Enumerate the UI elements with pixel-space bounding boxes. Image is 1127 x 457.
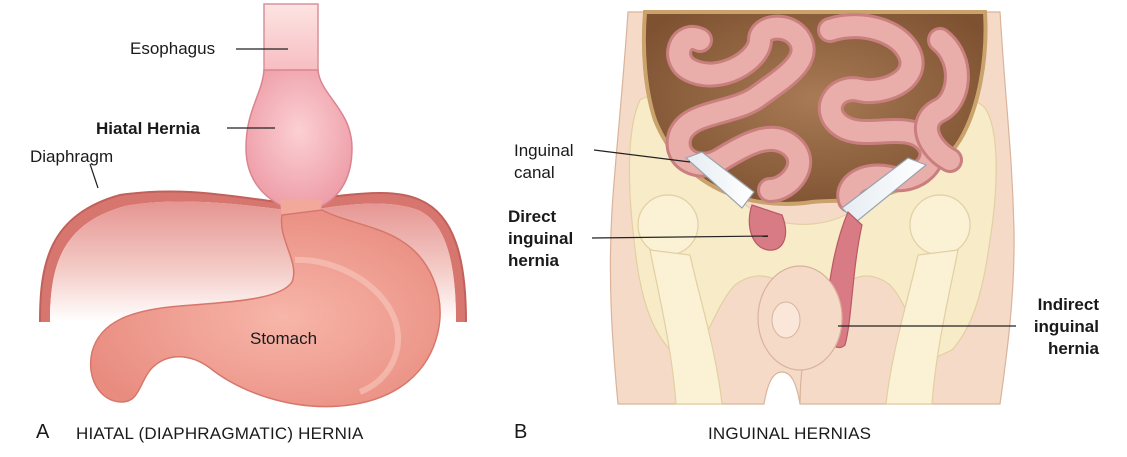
direct-hernia-leader [591,235,769,239]
label-stomach: Stomach [250,329,318,348]
panel-b-letter: B [514,421,528,443]
label-indirect-hernia-line1: Indirect [1037,295,1099,314]
panel-b-caption: INGUINAL HERNIAS [708,424,872,443]
label-hiatal-hernia: Hiatal Hernia [96,119,200,138]
panel-a-illustration [39,3,467,408]
label-inguinal-canal-line2: canal [514,163,555,182]
label-indirect-hernia-line3: hernia [1047,339,1099,358]
label-inguinal-canal-line1: Inguinal [514,141,574,160]
left-femur [649,249,723,405]
right-femoral-head [909,194,971,256]
label-direct-hernia-line1: Direct [508,207,557,226]
left-femoral-head [637,194,699,256]
right-femur [885,249,959,405]
label-esophagus: Esophagus [130,39,216,58]
panel-a-caption: HIATAL (DIAPHRAGMATIC) HERNIA [76,424,364,443]
direct-hernia-sac [748,204,787,251]
inguinal-canal-leader [593,149,691,163]
panel-a-letter: A [36,421,50,443]
left-inguinal-canal [684,151,755,209]
panel-b-illustration [591,10,1016,405]
stomach-shape [89,209,441,408]
hiatal-hernia-bulge [245,69,353,207]
esophagus-shape [263,3,319,79]
label-direct-hernia-line3: hernia [508,251,560,270]
label-indirect-hernia-line2: inguinal [1033,317,1099,336]
label-diaphragm: Diaphragm [30,147,114,166]
stomach-shading [294,256,402,395]
diaphragm-leader [89,163,99,189]
label-direct-hernia-line2: inguinal [508,229,574,248]
testis [771,301,801,339]
diaphragm-shape [40,191,466,322]
